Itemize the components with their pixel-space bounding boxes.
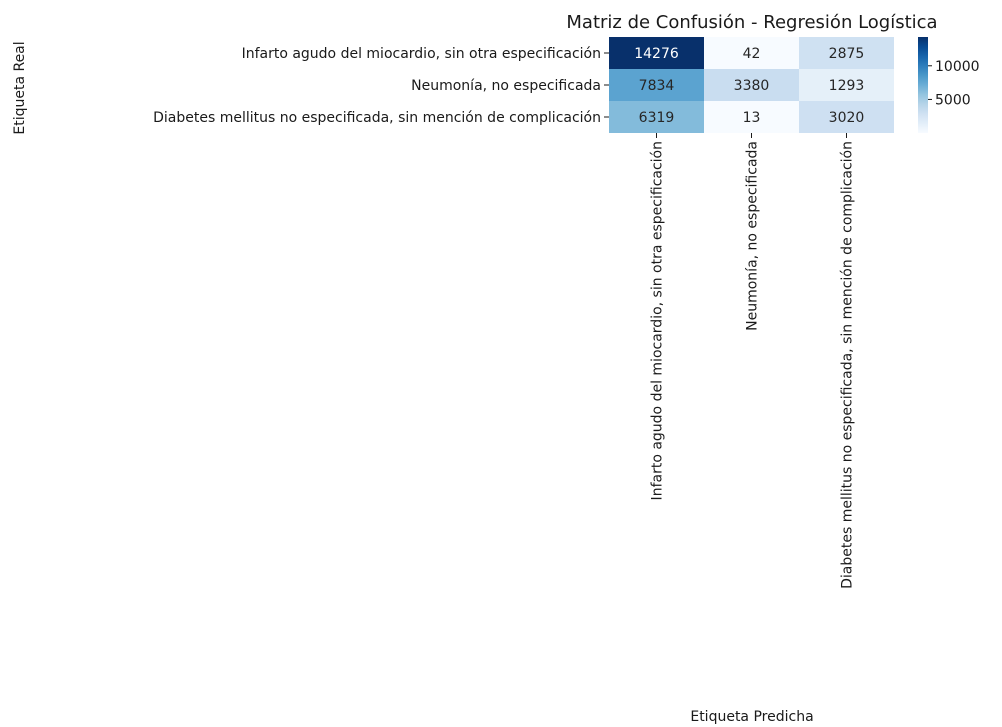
- cell-value-label: 7834: [639, 78, 675, 94]
- cell-value-label: 2875: [829, 46, 865, 62]
- heatmap-cell: [609, 69, 704, 101]
- colorbar-tick-label: 5000: [935, 92, 971, 108]
- cell-value-label: 1293: [829, 78, 865, 94]
- row-tick-label: Neumonía, no especificada: [411, 78, 601, 94]
- y-axis-label: Etiqueta Real: [12, 41, 28, 134]
- cell-value-label: 3380: [734, 78, 770, 94]
- heatmap-cell: [704, 37, 799, 69]
- colorbar: 5000 10000: [918, 37, 980, 133]
- column-tick-labels: Infarto agudo del miocardio, sin otra es…: [650, 133, 856, 589]
- col-tick-label: Neumonía, no especificada: [745, 141, 761, 331]
- colorbar-gradient: [918, 37, 928, 133]
- row-tick-label: Infarto agudo del miocardio, sin otra es…: [242, 46, 601, 62]
- cell-value-label: 14276: [634, 46, 679, 62]
- chart-title: Matriz de Confusión - Regresión Logístic…: [566, 12, 937, 33]
- cell-value-label: 13: [743, 110, 761, 126]
- heatmap-cell: [799, 37, 894, 69]
- cell-value-label: 3020: [829, 110, 865, 126]
- colorbar-tick-label: 10000: [935, 59, 980, 75]
- row-tick-label: Diabetes mellitus no especificada, sin m…: [153, 110, 601, 126]
- heatmap-cell: [704, 101, 799, 133]
- col-tick-label: Diabetes mellitus no especificada, sin m…: [840, 141, 856, 589]
- heatmap-cell: [704, 69, 799, 101]
- heatmap-cell: [609, 101, 704, 133]
- cell-value-label: 42: [743, 46, 761, 62]
- heatmap-cell: [609, 37, 704, 69]
- heatmap-cells: 14276 42 2875 7834 3380 1293 6319 13 3020: [609, 37, 894, 133]
- col-tick-label: Infarto agudo del miocardio, sin otra es…: [650, 141, 666, 500]
- heatmap-cell: [799, 101, 894, 133]
- cell-value-label: 6319: [639, 110, 675, 126]
- x-axis-label: Etiqueta Predicha: [690, 709, 813, 725]
- row-tick-labels: Infarto agudo del miocardio, sin otra es…: [153, 46, 609, 126]
- heatmap-cell: [799, 69, 894, 101]
